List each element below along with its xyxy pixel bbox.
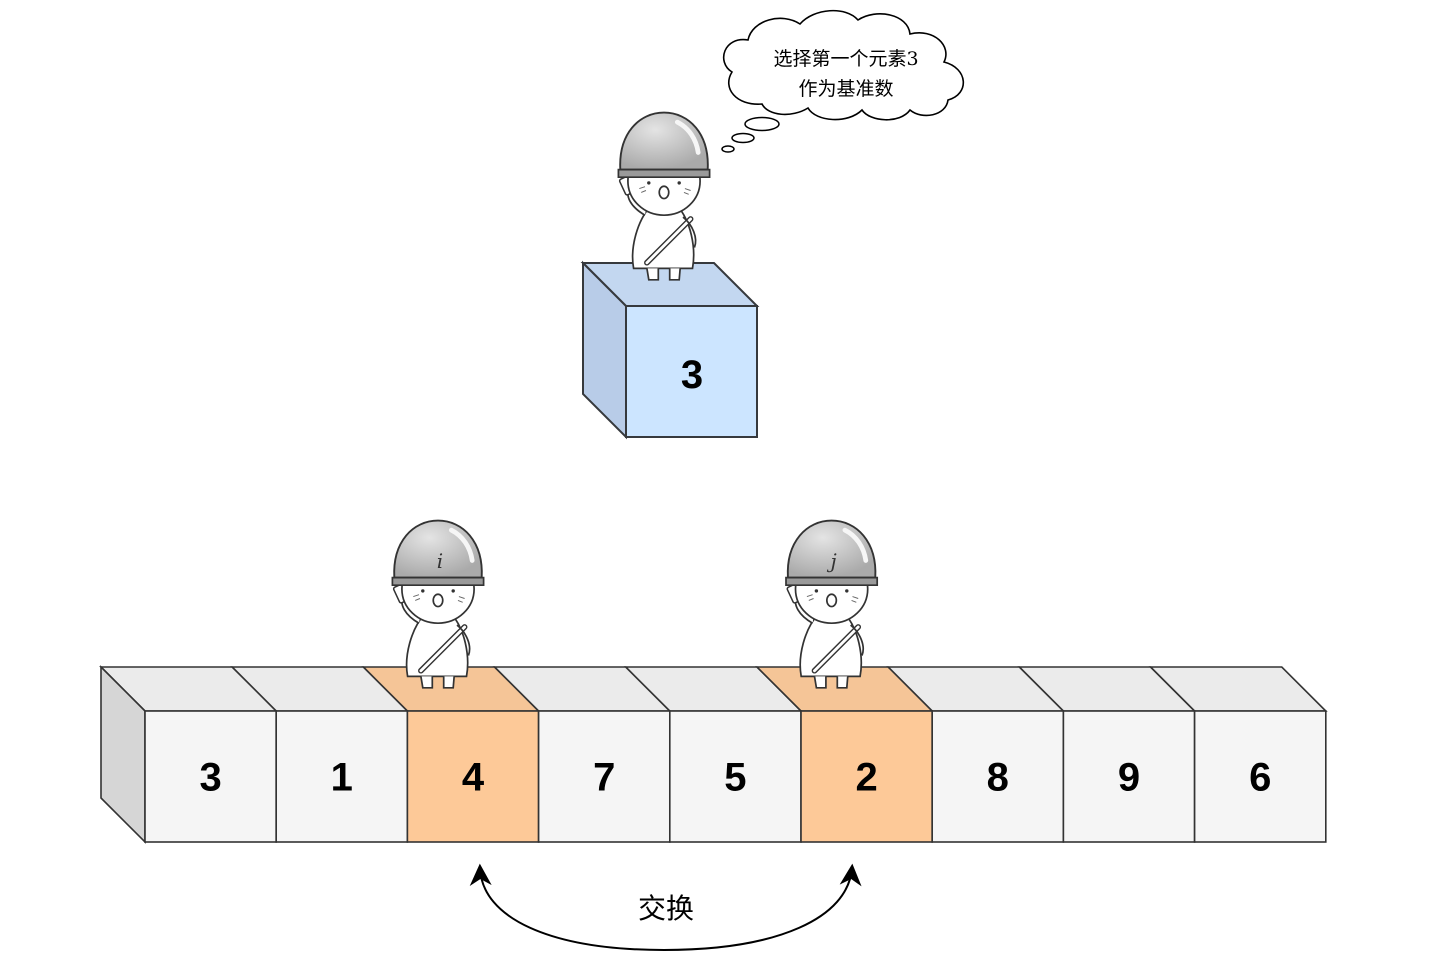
pointer-j-letter: j: [826, 549, 836, 573]
array-cell-value: 2: [855, 756, 877, 800]
pointer-i-worker-icon: i: [392, 521, 483, 688]
array-cell: [275, 710, 409, 843]
array-cell-value: 3: [199, 756, 221, 800]
array-cell-value: 7: [593, 756, 615, 800]
pointer-j-worker-icon: j: [786, 521, 877, 688]
pivot-cube: 3: [580, 260, 760, 440]
array-cell-value: 9: [1118, 756, 1140, 800]
swap-label: 交换: [638, 892, 694, 925]
swap-arrow: 交换: [469, 863, 862, 952]
thought-cloud-icon: 选择第一个元素3 作为基准数: [721, 9, 965, 153]
array-cell-value: 5: [724, 756, 746, 800]
array-cell: [537, 710, 671, 843]
array-cell: [931, 710, 1065, 843]
pivot-value: 3: [681, 353, 703, 397]
array: 3 1 4 7 5 2 8 9 6: [99, 665, 1328, 844]
array-cell: [144, 710, 277, 843]
thought-line-2: 作为基准数: [798, 78, 893, 100]
array-cell-value: 8: [987, 756, 1009, 800]
array-cell: [1193, 710, 1327, 843]
pivot-worker-icon: [618, 113, 709, 280]
array-cell: [406, 710, 540, 843]
curved-double-arrow-icon: [469, 863, 862, 952]
array-cell-value: 6: [1249, 756, 1271, 800]
array-cell-value: 4: [462, 756, 485, 800]
pointer-i-letter: i: [437, 549, 443, 573]
array-cell: [800, 710, 933, 843]
array-cell-value: 1: [331, 756, 353, 800]
array-cell: [668, 710, 802, 843]
thought-line-1: 选择第一个元素3: [773, 48, 918, 70]
